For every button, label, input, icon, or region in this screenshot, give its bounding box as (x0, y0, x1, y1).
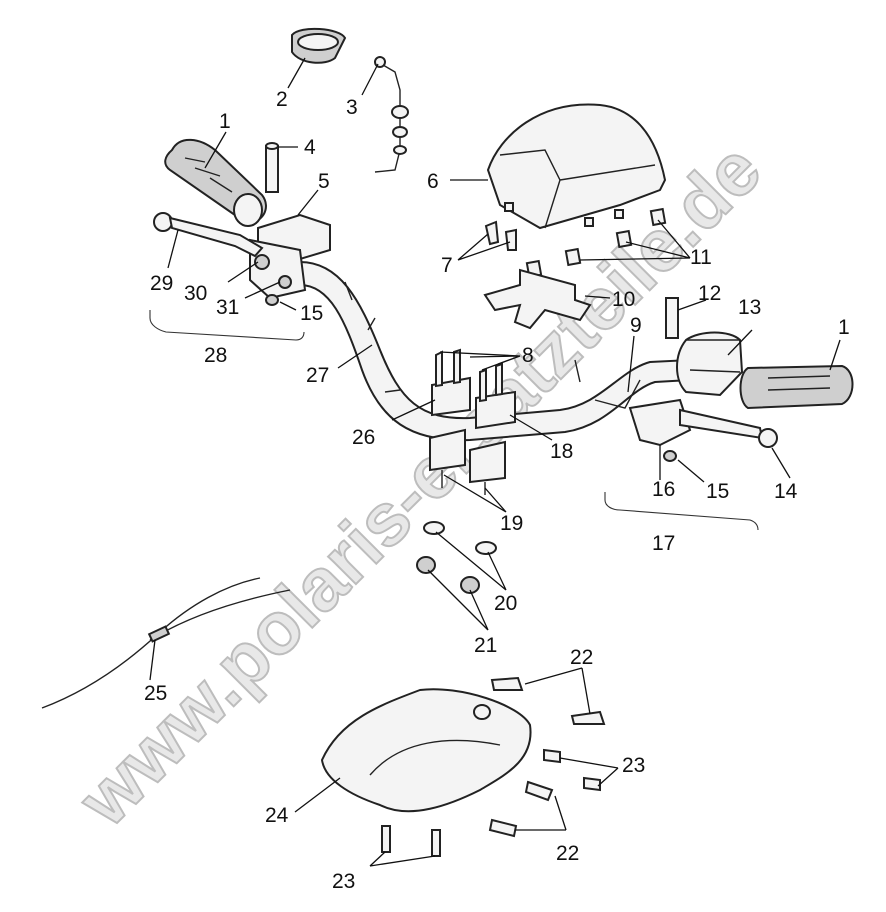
callout-28: 28 (204, 344, 227, 367)
callout-13: 13 (738, 296, 761, 319)
callout-10: 10 (612, 288, 635, 311)
callout-2: 2 (276, 88, 288, 111)
lower-clamps (429, 428, 506, 495)
callout-11: 11 (690, 246, 712, 269)
nuts-21 (416, 556, 480, 594)
washers-20 (423, 521, 497, 555)
callout-20: 20 (494, 592, 517, 615)
callout-18: 18 (550, 440, 573, 463)
callout-12: 12 (698, 282, 721, 305)
callout-23-right: 23 (622, 754, 645, 777)
callout-7: 7 (441, 254, 453, 277)
key-switch-part (374, 56, 409, 173)
callout-30: 30 (184, 282, 207, 305)
callout-1-left: 1 (219, 110, 231, 133)
callout-22-bottom: 22 (556, 842, 579, 865)
callout-23-bottom: 23 (332, 870, 355, 893)
screws-7 (484, 220, 517, 251)
bracket-17 (604, 492, 759, 531)
cap-part (291, 27, 347, 64)
callout-31: 31 (216, 296, 239, 319)
bracket-28 (149, 310, 305, 341)
nut-15-right (663, 450, 677, 462)
callout-19: 19 (500, 512, 523, 535)
callout-25: 25 (144, 682, 167, 705)
throttle-cable (41, 577, 291, 709)
callout-3: 3 (346, 96, 358, 119)
screws-23 (381, 748, 601, 857)
callout-8: 8 (522, 344, 534, 367)
bolts-8 (435, 348, 503, 403)
callout-22-top: 22 (570, 646, 593, 669)
handlebar-cover (486, 103, 667, 230)
callout-5: 5 (318, 170, 330, 193)
callout-29: 29 (150, 272, 173, 295)
callout-16: 16 (652, 478, 675, 501)
left-brake-lever (153, 212, 264, 258)
callout-4: 4 (304, 136, 316, 159)
callout-6: 6 (427, 170, 439, 193)
pin-12 (665, 297, 679, 339)
pin-part (265, 142, 279, 193)
callout-24: 24 (265, 804, 289, 827)
right-grip (739, 364, 854, 410)
lower-cover (320, 688, 532, 813)
callout-27: 27 (306, 364, 329, 387)
clips-11 (525, 207, 667, 279)
nut-15-left (265, 294, 279, 306)
leader-lines (149, 57, 841, 867)
callout-15-right: 15 (706, 480, 729, 503)
callout-1-right: 1 (838, 316, 850, 339)
callout-26: 26 (352, 426, 375, 449)
callout-15-left: 15 (300, 302, 323, 325)
callout-9: 9 (630, 314, 642, 337)
bracket-10 (483, 268, 592, 330)
screws-22 (488, 676, 606, 838)
callout-17: 17 (652, 532, 675, 555)
right-brake-lever (594, 379, 778, 448)
callout-14: 14 (774, 480, 798, 503)
left-grip (164, 138, 267, 227)
throttle-housing (676, 331, 744, 397)
callout-21: 21 (474, 634, 497, 657)
